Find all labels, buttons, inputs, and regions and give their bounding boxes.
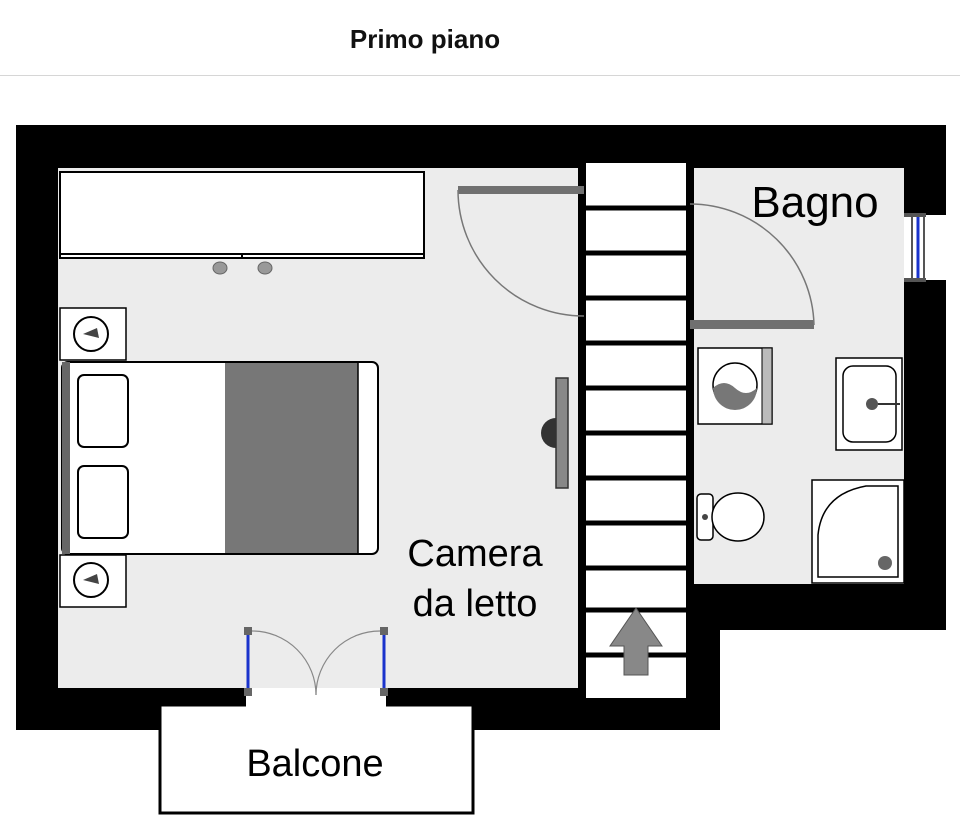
- bedroom-label-line1: Camera: [407, 533, 543, 575]
- bathroom-label: Bagno: [751, 178, 878, 227]
- tv: [541, 377, 569, 489]
- balcony: [158, 688, 475, 815]
- nightstand-bottom: [59, 554, 127, 608]
- sink-icon: [835, 357, 903, 451]
- up-arrow-icon: [609, 607, 663, 676]
- balcony-door: [244, 627, 388, 696]
- double-bed: [61, 361, 379, 555]
- bedroom-label-line2: da letto: [413, 583, 538, 625]
- page-title: Primo piano: [349, 24, 501, 54]
- balcony-label: Balcone: [246, 743, 383, 785]
- washing-machine-icon: [697, 347, 773, 425]
- nightstand-top: [59, 307, 127, 361]
- header-bar: Primo piano: [0, 0, 960, 76]
- shower-icon: [811, 479, 905, 584]
- bathroom-window: [904, 213, 946, 282]
- wardrobe: [59, 171, 425, 275]
- bathroom-door: [689, 203, 815, 329]
- bedroom-door: [457, 186, 585, 317]
- toilet-icon: [696, 492, 765, 542]
